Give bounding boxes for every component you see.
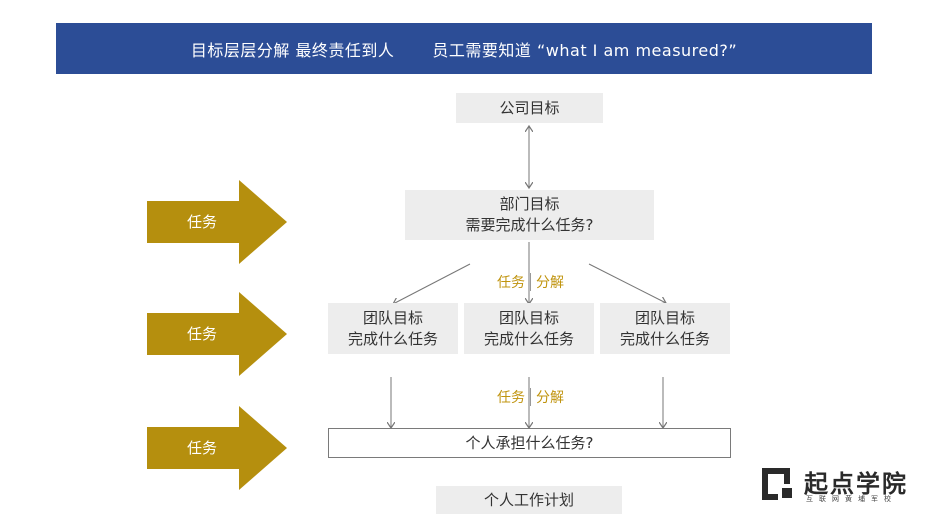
department-task-label: 需要完成什么任务?: [465, 216, 594, 234]
right-arrow-icon: [147, 292, 287, 376]
logo-name: 起点学院: [804, 470, 908, 498]
task-split-label-lower: 任务 分解: [497, 387, 564, 407]
banner-left-text: 目标层层分解 最终责任到人: [190, 40, 395, 60]
personal-plan-box: 个人工作计划: [436, 486, 622, 514]
right-arrow-icon: [147, 406, 287, 490]
team-goal-box-left: 团队目标 完成什么任务: [328, 303, 458, 354]
team-goal-label: 团队目标: [362, 308, 423, 327]
logo-subtitle: 互联网黄埔军校: [806, 495, 897, 503]
split-decompose-text: 分解: [536, 275, 564, 291]
qidian-logo: 起点学院 互联网黄埔军校: [760, 464, 930, 504]
split-task-text: 任务: [497, 390, 525, 406]
banner-title: 目标层层分解 最终责任到人 员工需要知道 “what I am measured…: [56, 23, 872, 74]
qidian-logo-icon: [762, 468, 792, 500]
team-task-label: 完成什么任务: [619, 329, 710, 348]
team-goal-box-center: 团队目标 完成什么任务: [464, 303, 594, 354]
task-split-label-upper: 任务 分解: [497, 272, 564, 292]
team-task-label: 完成什么任务: [347, 329, 438, 348]
personal-plan-label: 个人工作计划: [483, 490, 574, 509]
right-arrow-icon: [147, 180, 287, 264]
split-divider: [530, 388, 531, 406]
task-arrow-team: 任务: [147, 292, 287, 376]
individual-task-label: 个人承担什么任务?: [465, 433, 594, 452]
task-arrow-label: 任务: [187, 325, 218, 343]
banner-right-text: 员工需要知道 “what I am measured?”: [432, 40, 738, 60]
team-goal-label: 团队目标: [498, 308, 559, 327]
team-goal-label: 团队目标: [634, 308, 695, 327]
task-arrow-label: 任务: [187, 439, 218, 457]
task-arrow-label: 任务: [187, 213, 218, 231]
individual-task-box: 个人承担什么任务?: [328, 428, 731, 458]
split-divider: [530, 273, 531, 291]
department-goal-label: 部门目标: [499, 195, 560, 213]
split-task-text: 任务: [497, 275, 525, 291]
company-goal-label: 公司目标: [499, 98, 560, 117]
company-goal-box: 公司目标: [456, 93, 603, 123]
team-goal-box-right: 团队目标 完成什么任务: [600, 303, 730, 354]
link-department-team-left: [393, 263, 471, 304]
team-task-label: 完成什么任务: [483, 329, 574, 348]
split-decompose-text: 分解: [536, 390, 564, 406]
link-department-team-right: [588, 263, 666, 303]
department-goal-box: 部门目标 需要完成什么任务?: [405, 190, 654, 240]
task-arrow-individual: 任务: [147, 406, 287, 490]
task-arrow-department: 任务: [147, 180, 287, 264]
title-banner: 目标层层分解 最终责任到人 员工需要知道 “what I am measured…: [56, 23, 872, 74]
